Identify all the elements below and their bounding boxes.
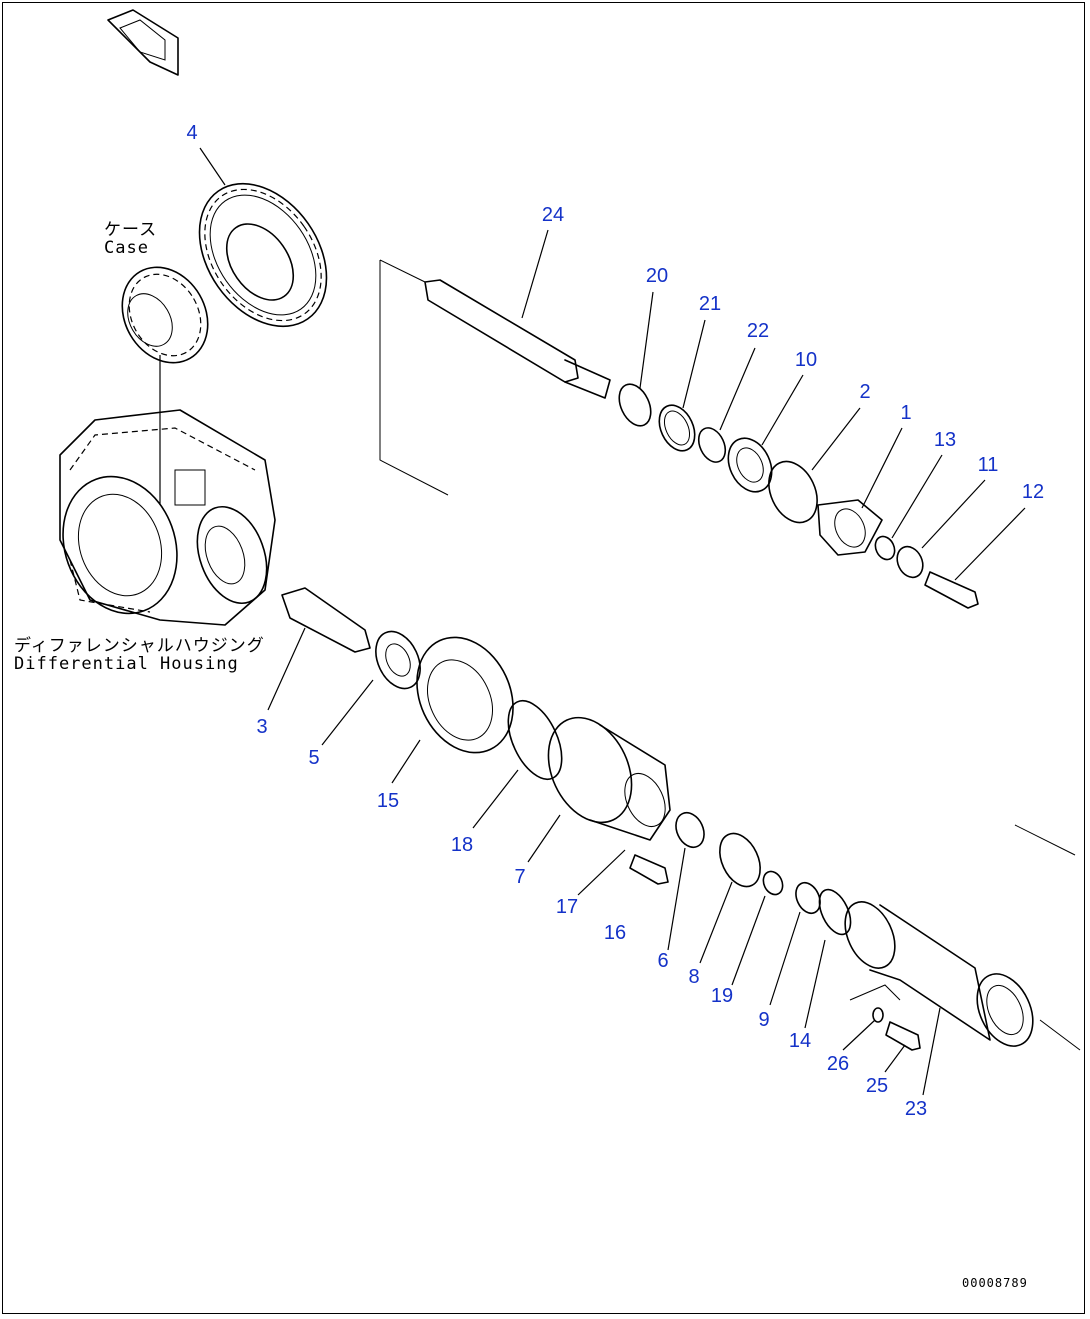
callout-8[interactable]: 8 bbox=[688, 966, 700, 988]
differential-housing bbox=[59, 409, 276, 626]
housing-label-jp: ディファレンシャルハウジング bbox=[14, 636, 265, 656]
callout-5[interactable]: 5 bbox=[308, 747, 320, 769]
leader-lines bbox=[199, 147, 1026, 1096]
callout-1[interactable]: 1 bbox=[900, 402, 912, 424]
cage-15 bbox=[416, 636, 514, 754]
case-part bbox=[121, 266, 209, 364]
o-ring-18 bbox=[507, 700, 563, 780]
callout-21[interactable]: 21 bbox=[698, 293, 722, 315]
callout-13[interactable]: 13 bbox=[933, 429, 957, 451]
callout-24[interactable]: 24 bbox=[541, 204, 565, 226]
callout-20[interactable]: 20 bbox=[645, 265, 669, 287]
bearing-5 bbox=[375, 630, 421, 690]
bolt-12 bbox=[924, 571, 979, 609]
ring-gear bbox=[198, 182, 328, 328]
case-label: ケース Case bbox=[104, 220, 158, 258]
washer-11 bbox=[896, 545, 924, 579]
bearing-8 bbox=[719, 832, 761, 888]
callout-16[interactable]: 16 bbox=[603, 922, 627, 944]
callout-11[interactable]: 11 bbox=[977, 454, 999, 476]
carrier-7 bbox=[547, 716, 671, 841]
callout-10[interactable]: 10 bbox=[794, 349, 818, 371]
housing-label-en: Differential Housing bbox=[14, 653, 239, 674]
pinion-3 bbox=[281, 587, 371, 653]
callout-25[interactable]: 25 bbox=[865, 1075, 889, 1097]
callout-7[interactable]: 7 bbox=[514, 866, 526, 888]
o-ring-13 bbox=[874, 535, 896, 561]
callout-22[interactable]: 22 bbox=[746, 320, 770, 342]
drawing-code: 00008789 bbox=[962, 1276, 1028, 1290]
shim-2 bbox=[768, 460, 818, 524]
orientation-arrow-icon bbox=[107, 9, 179, 76]
callout-19[interactable]: 19 bbox=[710, 985, 734, 1007]
axle-housing-23 bbox=[844, 824, 1081, 1051]
bolt-25 bbox=[885, 1021, 921, 1051]
callout-15[interactable]: 15 bbox=[376, 790, 400, 812]
callout-14[interactable]: 14 bbox=[788, 1030, 812, 1052]
housing-label: ディファレンシャルハウジング Differential Housing bbox=[14, 636, 265, 674]
ring-21 bbox=[658, 404, 696, 452]
bearing-20 bbox=[618, 383, 652, 427]
callout-3[interactable]: 3 bbox=[256, 716, 268, 738]
cover-1 bbox=[817, 499, 883, 556]
snap-ring-19 bbox=[762, 870, 784, 896]
callout-26[interactable]: 26 bbox=[826, 1053, 850, 1075]
case-label-en: Case bbox=[104, 237, 149, 258]
callout-23[interactable]: 23 bbox=[904, 1098, 928, 1120]
o-ring-14 bbox=[818, 888, 852, 936]
seal-10 bbox=[727, 437, 773, 493]
callout-2[interactable]: 2 bbox=[859, 381, 871, 403]
bushing-6 bbox=[675, 811, 705, 849]
callout-9[interactable]: 9 bbox=[758, 1009, 770, 1031]
callout-6[interactable]: 6 bbox=[657, 950, 669, 972]
callout-18[interactable]: 18 bbox=[450, 834, 474, 856]
snap-ring-22 bbox=[697, 427, 727, 463]
seal-9 bbox=[795, 881, 821, 915]
callout-4[interactable]: 4 bbox=[186, 122, 198, 144]
axle-shaft bbox=[379, 259, 611, 496]
case-label-jp: ケース bbox=[104, 220, 158, 240]
bolt-16 bbox=[629, 854, 669, 885]
washer-26 bbox=[872, 1007, 884, 1023]
callout-17[interactable]: 17 bbox=[555, 896, 579, 918]
callout-12[interactable]: 12 bbox=[1021, 481, 1045, 503]
